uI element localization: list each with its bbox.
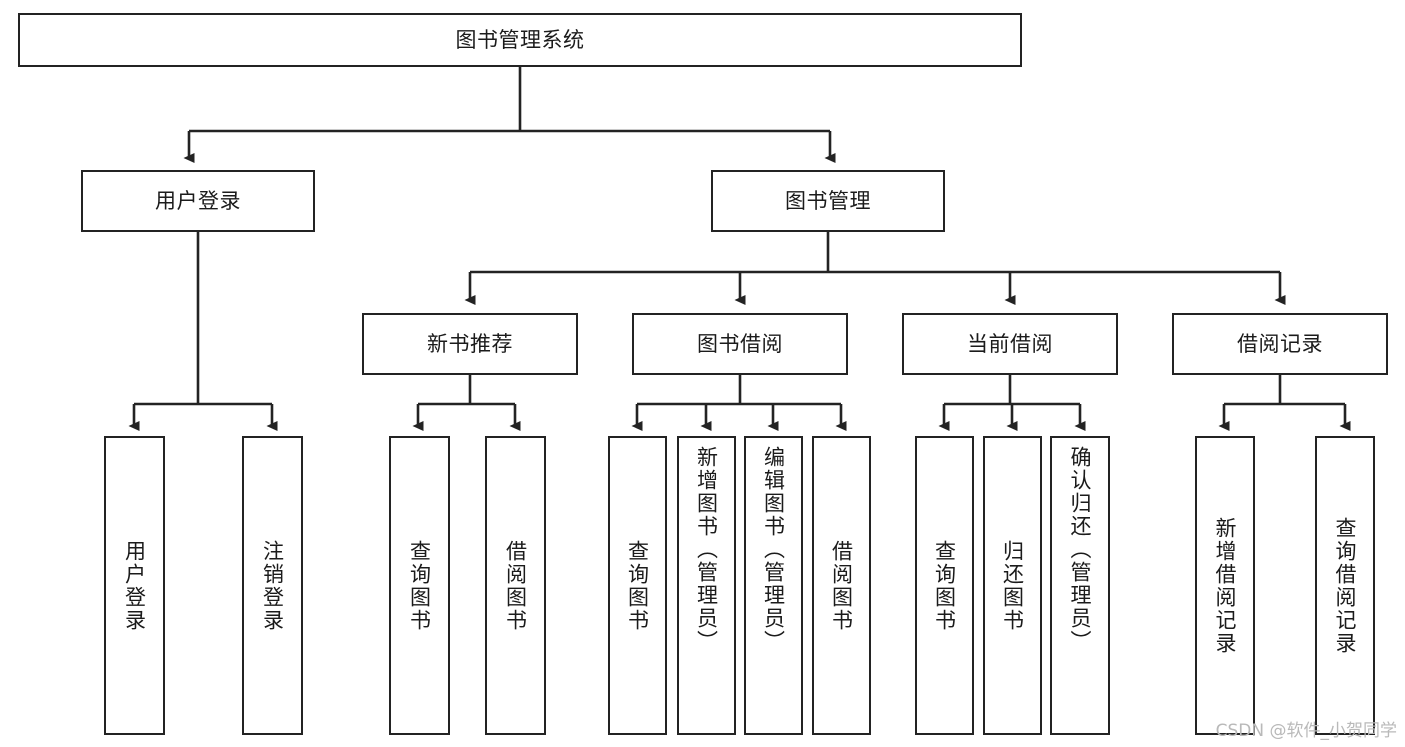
node-label: 确认归还（管理员） [1068,446,1093,653]
node-leaf-add-book-admin[interactable]: 新增图书（管理员） [677,436,736,735]
node-leaf-user-login[interactable]: 用户登录 [104,436,165,735]
node-leaf-edit-book-admin[interactable]: 编辑图书（管理员） [744,436,803,735]
node-leaf-logout[interactable]: 注销登录 [242,436,303,735]
node-leaf-query-book-borrow[interactable]: 查询图书 [608,436,667,735]
node-leaf-borrow-book-recommend[interactable]: 借阅图书 [485,436,546,735]
node-label: 注销登录 [260,539,285,632]
node-current-borrow[interactable]: 当前借阅 [902,313,1118,375]
node-label: 图书管理 [785,188,871,213]
node-leaf-add-borrow-record[interactable]: 新增借阅记录 [1195,436,1255,735]
watermark-text: CSDN @软件_小贺同学 [1215,721,1397,741]
node-label: 借阅图书 [829,539,854,632]
node-leaf-return-book[interactable]: 归还图书 [983,436,1042,735]
node-label: 编辑图书（管理员） [761,446,786,653]
node-book-management[interactable]: 图书管理 [711,170,945,232]
node-leaf-query-borrow-record[interactable]: 查询借阅记录 [1315,436,1375,735]
node-label: 图书管理系统 [455,27,585,52]
node-user-login[interactable]: 用户登录 [81,170,315,232]
node-label: 用户登录 [122,539,147,632]
node-label: 归还图书 [1000,539,1025,632]
node-label: 当前借阅 [967,331,1053,356]
node-label: 新书推荐 [427,331,513,356]
node-book-borrow[interactable]: 图书借阅 [632,313,848,375]
node-label: 查询图书 [407,539,432,632]
node-label: 新增图书（管理员） [694,446,719,653]
node-leaf-query-book-current[interactable]: 查询图书 [915,436,974,735]
node-borrow-record[interactable]: 借阅记录 [1172,313,1388,375]
node-leaf-confirm-return-admin[interactable]: 确认归还（管理员） [1050,436,1110,735]
node-root-system[interactable]: 图书管理系统 [18,13,1022,67]
node-leaf-borrow-book[interactable]: 借阅图书 [812,436,871,735]
node-label: 图书借阅 [697,331,783,356]
node-label: 查询图书 [932,539,957,632]
node-new-book-recommend[interactable]: 新书推荐 [362,313,578,375]
node-label: 借阅图书 [503,539,528,632]
node-label: 新增借阅记录 [1213,516,1238,655]
node-leaf-query-book-recommend[interactable]: 查询图书 [389,436,450,735]
node-label: 查询图书 [625,539,650,632]
node-label: 查询借阅记录 [1333,516,1358,655]
node-label: 借阅记录 [1237,331,1323,356]
node-label: 用户登录 [155,188,241,213]
